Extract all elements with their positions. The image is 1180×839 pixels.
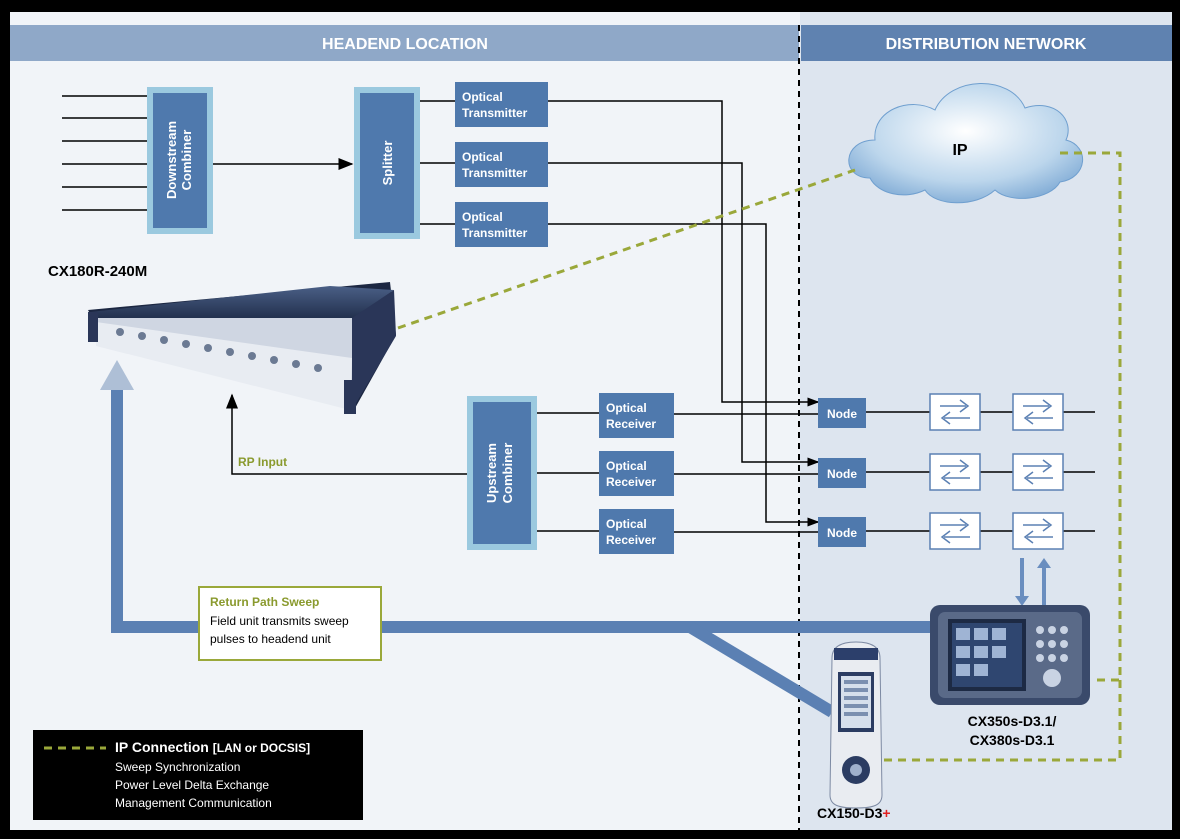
optical-transmitter-label: Optical <box>462 90 503 104</box>
amplifier <box>1012 453 1064 491</box>
node-label: Node <box>827 526 857 540</box>
amplifier <box>929 453 981 491</box>
node-2: Node <box>818 458 866 488</box>
legend-item-power: Power Level Delta Exchange <box>115 778 269 792</box>
optical-receiver-2: Optical Receiver <box>599 451 674 496</box>
handheld-label: CX150-D3+ <box>817 805 891 821</box>
headend-unit-label: CX180R-240M <box>48 263 147 280</box>
amplifier <box>1012 512 1064 550</box>
optical-receiver-label: Receiver <box>606 475 656 489</box>
field-meter-label-1: CX350s-D3.1/ <box>968 713 1057 729</box>
optical-transmitter-1: Optical Transmitter <box>455 82 548 127</box>
legend-item-sync: Sweep Synchronization <box>115 760 240 774</box>
downstream-fibers <box>548 100 820 527</box>
field-meter-label-2: CX380s-D3.1 <box>970 732 1055 748</box>
optical-receiver-3: Optical Receiver <box>599 509 674 554</box>
cloud-label: IP <box>952 142 967 159</box>
amplifier <box>1012 393 1064 431</box>
optical-transmitter-label: Optical <box>462 150 503 164</box>
amplifier <box>929 393 981 431</box>
optical-transmitter-2: Optical Transmitter <box>455 142 548 187</box>
amplifier <box>929 512 981 550</box>
return-path-line-1: Field unit transmits sweep <box>210 614 349 628</box>
node-1: Node <box>818 398 866 428</box>
ip-cloud: IP <box>848 83 1083 204</box>
return-path-callout: Return Path Sweep Field unit transmits s… <box>198 586 382 661</box>
legend-item-management: Management Communication <box>115 796 272 810</box>
distribution-header <box>801 25 1172 61</box>
optical-receiver-label: Receiver <box>606 417 656 431</box>
optical-receiver-label: Optical <box>606 401 647 415</box>
amplifier-chains <box>866 393 1095 550</box>
rp-input-label: RP Input <box>238 455 287 469</box>
optical-receiver-label: Optical <box>606 459 647 473</box>
receivers-to-combiner <box>537 412 599 532</box>
optical-receiver-label: Receiver <box>606 533 656 547</box>
node-3: Node <box>818 517 866 547</box>
legend: IP Connection [LAN or DOCSIS] Sweep Sync… <box>33 730 363 820</box>
return-path-sweep-line <box>100 360 935 718</box>
headend-header-label: HEADEND LOCATION <box>322 36 488 53</box>
upstream-combiner: Upstream Combiner <box>467 396 537 550</box>
ip-connection-lines <box>397 151 1122 762</box>
upstream-combiner-label-2: Combiner <box>500 443 515 504</box>
optical-receiver-1: Optical Receiver <box>599 393 674 438</box>
optical-transmitter-label: Transmitter <box>462 166 528 180</box>
headend-rack-unit <box>88 282 396 414</box>
splitter-to-transmitters <box>420 100 455 225</box>
downstream-combiner-label-1: Downstream <box>164 121 179 199</box>
field-meter-device <box>930 605 1090 705</box>
return-path-line-2: pulses to headend unit <box>210 632 331 646</box>
rp-input-line <box>226 393 467 475</box>
downstream-inputs <box>62 95 147 211</box>
return-fibers <box>674 413 818 533</box>
node-label: Node <box>827 407 857 421</box>
optical-transmitter-3: Optical Transmitter <box>455 202 548 247</box>
upstream-combiner-label-1: Upstream <box>484 443 499 503</box>
optical-transmitter-label: Optical <box>462 210 503 224</box>
handheld-meter-device <box>829 641 883 809</box>
downstream-combiner: Downstream Combiner <box>147 87 213 234</box>
distribution-header-label: DISTRIBUTION NETWORK <box>886 36 1087 53</box>
node-label: Node <box>827 467 857 481</box>
return-path-title: Return Path Sweep <box>210 595 319 609</box>
splitter-label: Splitter <box>380 141 395 186</box>
optical-transmitter-label: Transmitter <box>462 106 528 120</box>
optical-transmitter-label: Transmitter <box>462 226 528 240</box>
legend-title: IP Connection [LAN or DOCSIS] <box>115 739 310 755</box>
downstream-combiner-label-2: Combiner <box>179 130 194 191</box>
meter-link-arrows <box>1015 558 1051 606</box>
optical-receiver-label: Optical <box>606 517 647 531</box>
splitter: Splitter <box>354 87 420 239</box>
headend-header <box>10 25 799 61</box>
